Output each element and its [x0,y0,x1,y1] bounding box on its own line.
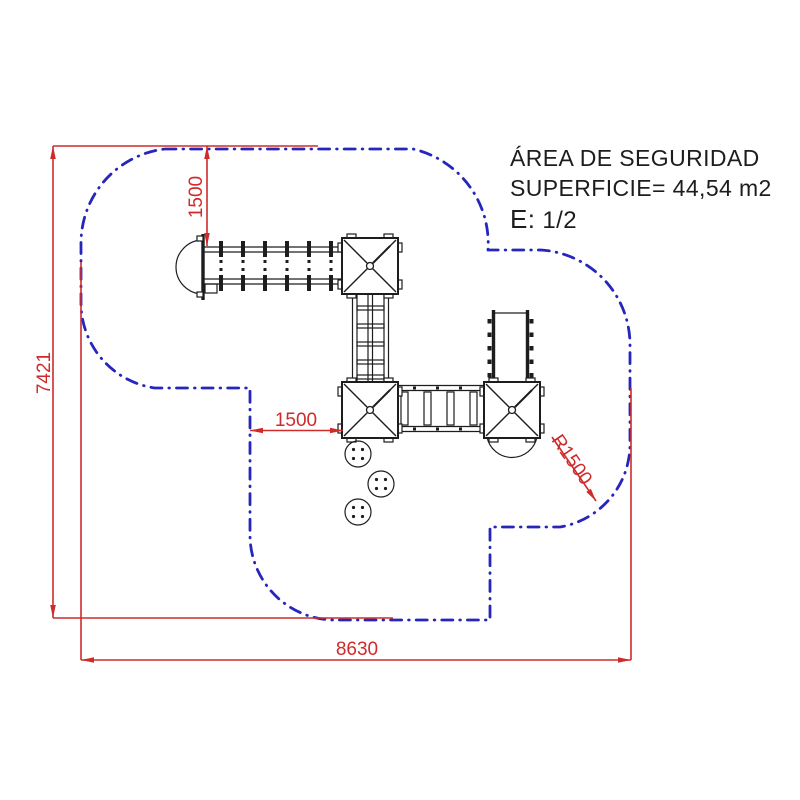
plank-bridge-dots [413,386,462,431]
platform-right [479,377,545,443]
scale-value: 1/2 [542,207,577,234]
scale-label: E: [510,204,535,234]
stepping-pods [344,440,395,526]
extension-lines [53,145,632,660]
vertical-ladder [351,294,390,382]
stepping-pod [344,440,372,468]
dimension-label-7421: 7421 [34,352,55,394]
title-block: ÁREA DE SEGURIDAD SUPERFICIE= 44,54 m2 E… [510,145,772,234]
slide-exit-arc [486,436,538,458]
plank-bridge [398,384,484,433]
platform-top [337,233,403,299]
scale-note: E: 1/2 [510,204,577,234]
dimension-total-width: 8630 [81,639,631,663]
dimension-total-height: 7421 [34,146,56,618]
top-bridge [203,241,343,291]
surface-value: SUPERFICIE= 44,54 m2 [510,175,772,201]
stepping-pod [344,498,372,526]
slide-rail-ticks [487,319,534,378]
dimension-side-clearance: 1500 [250,410,343,434]
dimension-top-clearance: 1500 [186,146,210,246]
playground-structure [175,233,545,526]
dimension-label-8630: 8630 [336,639,378,660]
dimension-label-1500-side: 1500 [275,410,317,431]
platform-left [337,377,403,443]
slide-chute [487,310,534,383]
dimension-corner-radius: R1500 [547,431,597,502]
dome-end [175,234,218,300]
dimension-label-r1500: R1500 [547,431,596,489]
area-title: ÁREA DE SEGURIDAD [510,145,760,171]
dimension-label-1500-top: 1500 [186,176,207,218]
stepping-pod [367,470,395,498]
